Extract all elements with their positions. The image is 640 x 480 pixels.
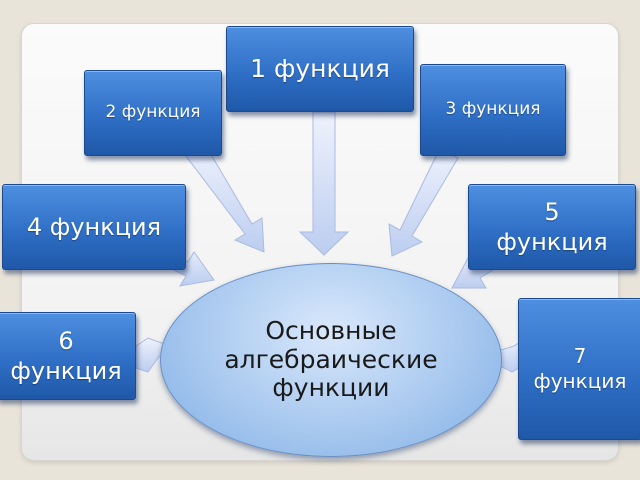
box-function-2-label: 2 функция — [105, 102, 201, 123]
arrow-f3 — [388, 147, 459, 257]
box-function-4-label: 4 функция — [26, 213, 162, 241]
box-function-5-label: 5 функция — [496, 198, 608, 256]
center-oval: Основные алгебраические функции — [160, 263, 502, 457]
box-function-6: 6 функция — [0, 312, 136, 400]
box-function-1-label: 1 функция — [250, 54, 390, 84]
box-function-7-label: 7 функция — [533, 344, 627, 393]
box-function-5: 5 функция — [468, 184, 636, 270]
arrow-f2 — [185, 145, 265, 253]
center-label: Основные алгебраические функции — [224, 315, 438, 403]
box-function-2: 2 функция — [84, 70, 222, 156]
arrow-f1 — [298, 111, 350, 256]
box-function-1: 1 функция — [226, 26, 414, 112]
box-function-3: 3 функция — [420, 64, 566, 156]
box-function-6-label: 6 функция — [10, 327, 122, 385]
box-function-7: 7 функция — [518, 298, 640, 440]
box-function-4: 4 функция — [2, 184, 186, 270]
box-function-3-label: 3 функция — [445, 99, 541, 120]
